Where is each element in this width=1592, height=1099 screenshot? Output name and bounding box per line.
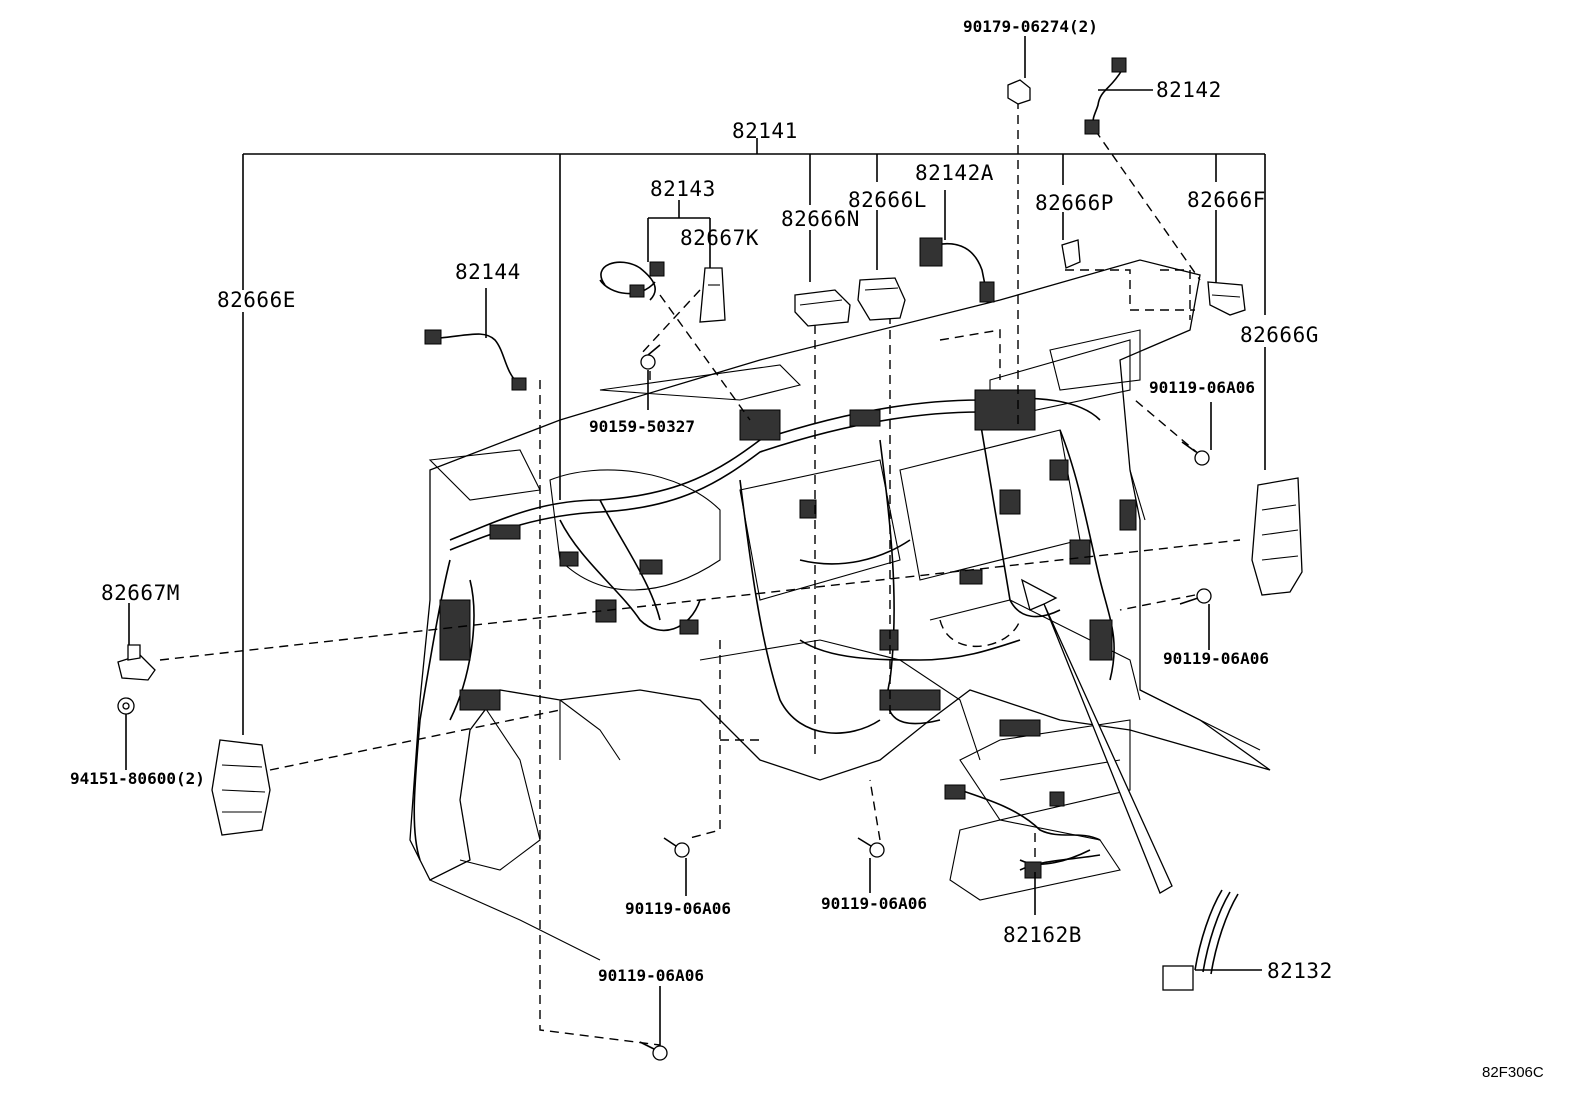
label-90119-06A06-bottom: 90119-06A06 [598,966,704,985]
sub-harness-82144 [424,329,527,391]
bracket-82667K [699,267,726,323]
fastener-bolt-a [1181,441,1210,466]
dashed-leaders [159,100,1241,1046]
label-90179-06274: 90179-06274(2) [963,17,1098,36]
harness-connectors [439,389,1137,807]
label-82143: 82143 [650,177,716,201]
diagram-code: 82F306C [1482,1064,1544,1081]
label-82666L: 82666L [848,188,927,212]
label-82666E: 82666E [217,288,296,312]
label-82666N: 82666N [781,207,860,231]
leader-82141 [242,138,1266,735]
label-90119-06A06-right: 90119-06A06 [1163,649,1269,668]
fastener-nut-90179 [1007,79,1031,105]
label-90159-50327: 90159-50327 [589,417,695,436]
block-82666L [857,277,906,321]
label-82162B: 82162B [1003,923,1082,947]
fastener-bolt-d [857,837,885,858]
clip-82666P [1061,239,1081,269]
label-94151-80600: 94151-80600(2) [70,769,205,788]
clip-82667M [117,644,156,681]
main-harness-wires [413,397,1115,865]
label-82666G: 82666G [1240,323,1319,347]
part-labels: 82141 82142 82142A 82143 82144 82132 821… [70,17,1544,1081]
fastener-clip-94151 [117,697,135,715]
block-82666E [211,739,271,836]
label-82144: 82144 [455,260,521,284]
label-90119-06A06-lower-center: 90119-06A06 [821,894,927,913]
label-82667K: 82667K [680,226,759,250]
arrow-82132 [1020,578,1173,894]
label-82132: 82132 [1267,959,1333,983]
instrument-panel-body [409,259,1271,961]
label-82666P: 82666P [1035,191,1114,215]
label-82142: 82142 [1156,78,1222,102]
block-82666G [1251,477,1303,596]
connector-82132 [1162,889,1239,991]
fastener-bolt-e [639,1041,668,1061]
label-82142A: 82142A [915,161,994,185]
fastener-bolt-c [663,837,690,858]
label-82141: 82141 [732,119,798,143]
block-82666N [794,289,851,327]
label-90119-06A06-lower-center-left: 90119-06A06 [625,899,731,918]
label-90119-06A06-upper-right: 90119-06A06 [1149,378,1255,397]
fastener-bolt-b [1179,588,1212,605]
sub-harness-82142 [1084,57,1127,135]
label-82667M: 82667M [101,581,180,605]
label-82666F: 82666F [1187,188,1266,212]
connector-82162B [1019,854,1101,879]
sub-harness-82143 [599,261,665,301]
label-leaders [125,36,1262,1046]
sub-harness-82142A [919,237,995,303]
fastener-screw-90159 [640,344,661,370]
clip-82666F [1207,281,1246,316]
